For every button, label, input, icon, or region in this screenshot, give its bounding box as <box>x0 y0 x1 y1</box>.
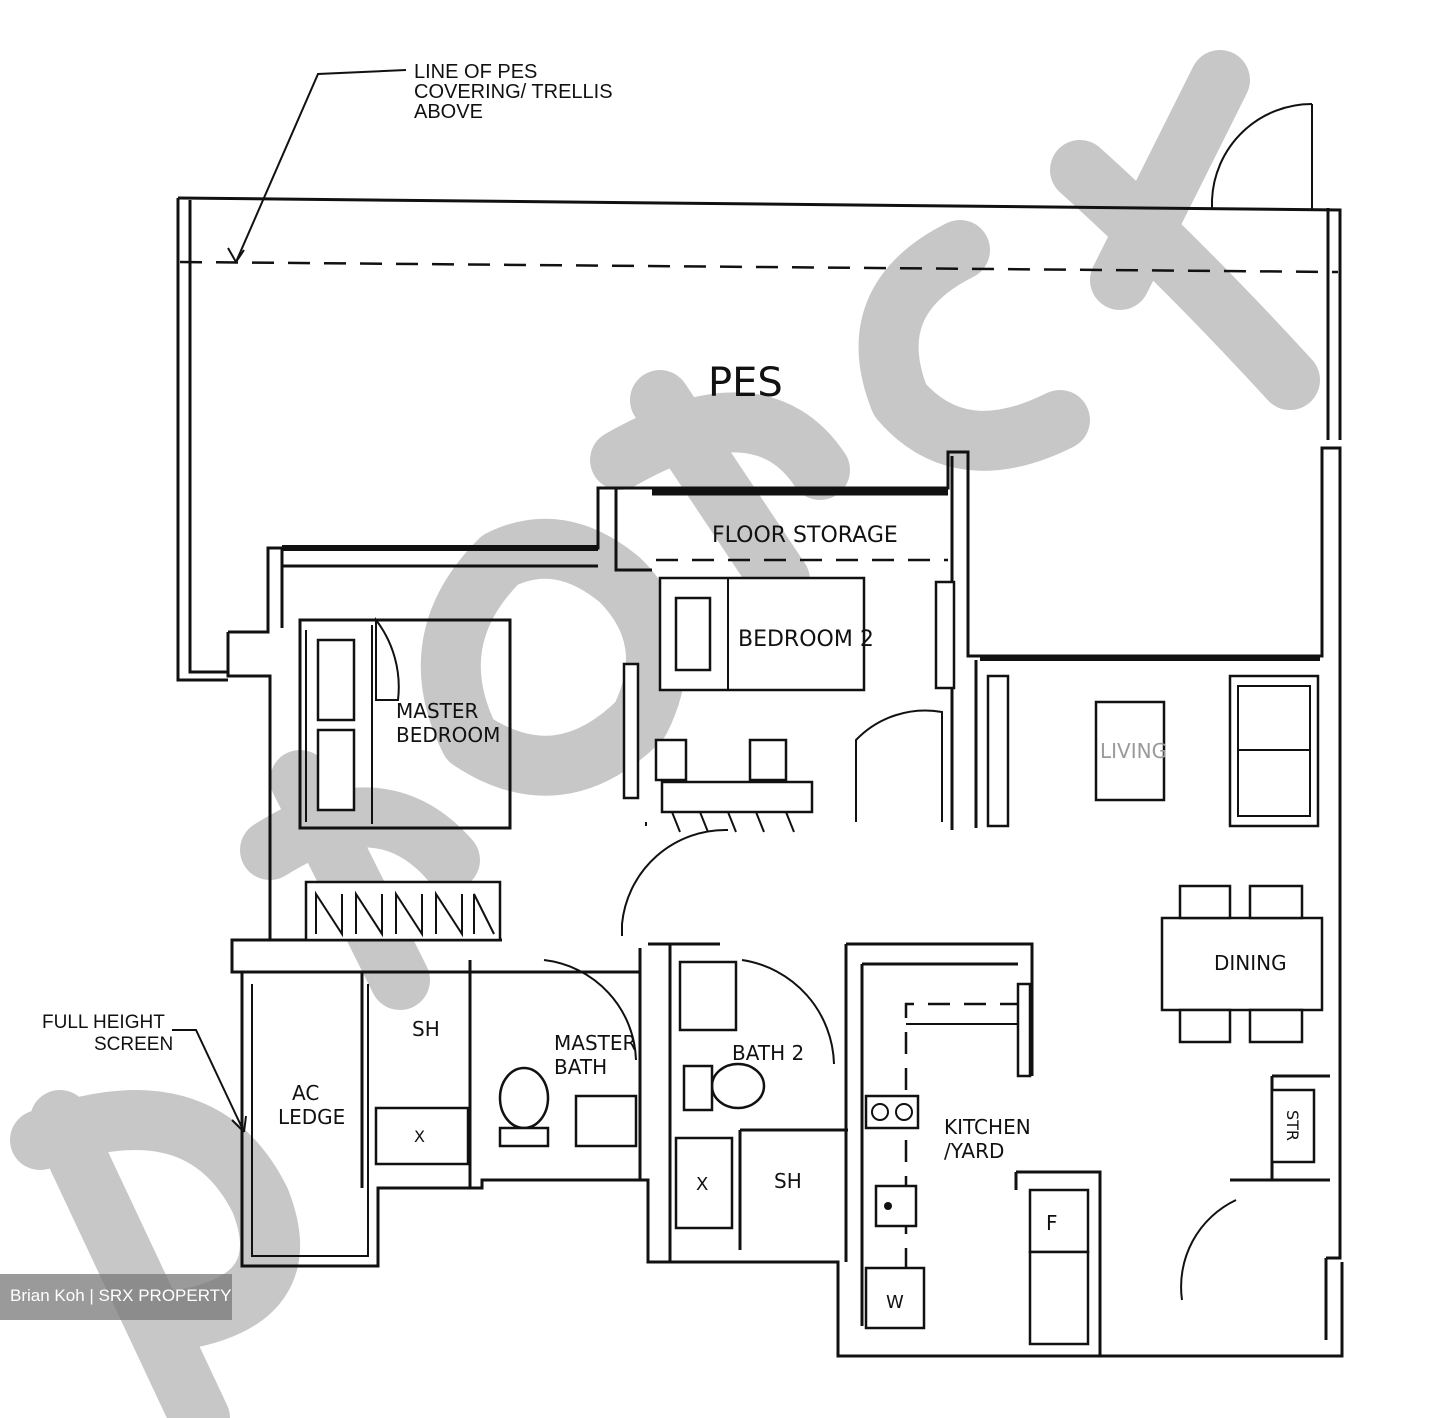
pes-note-line-3: ABOVE <box>414 101 483 123</box>
bedroom-2-furniture <box>654 576 866 833</box>
master-bath-label-2: BATH <box>554 1055 607 1079</box>
master-bedroom-furniture <box>316 625 373 824</box>
dining-label: DINING <box>1214 951 1287 975</box>
sh-bath2-label: SH <box>774 1169 802 1193</box>
windows <box>282 487 1320 661</box>
master-bedroom-label-1: MASTER <box>396 699 478 723</box>
bathroom-fixtures <box>374 960 766 1230</box>
str-label: STR <box>1283 1110 1302 1141</box>
ac-ledge-label-2: LEDGE <box>278 1105 345 1129</box>
dining-furniture <box>1160 884 1324 1044</box>
leader-lines <box>172 69 407 1133</box>
wardrobe <box>304 880 502 942</box>
ac-ledge-label-1: AC <box>292 1081 319 1105</box>
washer-label: W <box>886 1292 904 1313</box>
bath-2-label: BATH 2 <box>732 1041 804 1065</box>
pes-note-line-1: LINE OF PES <box>414 61 537 83</box>
credit-badge: Brian Koh | SRX PROPERTY <box>0 1274 232 1320</box>
pes-covering-line <box>179 260 1339 274</box>
bedroom-2-label: BEDROOM 2 <box>738 627 874 652</box>
pes-label: PES <box>708 360 783 406</box>
master-bedroom-label-2: BEDROOM <box>396 723 500 747</box>
master-bath-label-1: MASTER <box>554 1031 636 1055</box>
pes-door[interactable] <box>1211 102 1313 210</box>
kitchen-label-2: /YARD <box>944 1139 1004 1163</box>
kitchen-label-1: KITCHEN <box>944 1115 1031 1139</box>
fridge-label: F <box>1046 1211 1058 1235</box>
screen-note-line-1: FULL HEIGHT <box>42 1012 165 1033</box>
living-furniture <box>622 580 1320 828</box>
ac-ledge <box>251 984 369 1257</box>
credit-text: Brian Koh | SRX PROPERTY <box>10 1286 232 1305</box>
doors <box>375 617 1237 1301</box>
pes-area <box>176 196 1342 682</box>
floor-storage-label: FLOOR STORAGE <box>712 523 898 548</box>
shower-x-master: X <box>414 1127 425 1146</box>
pes-note-line-2: COVERING/ TRELLIS <box>414 81 613 103</box>
kitchen-fixtures <box>864 982 1316 1346</box>
shower-x-bath2: X <box>696 1174 708 1195</box>
unit-walls <box>226 446 1344 1358</box>
living-label: LIVING <box>1100 739 1167 763</box>
sh-master-label: SH <box>412 1017 440 1041</box>
screen-note-line-2: SCREEN <box>94 1034 173 1055</box>
